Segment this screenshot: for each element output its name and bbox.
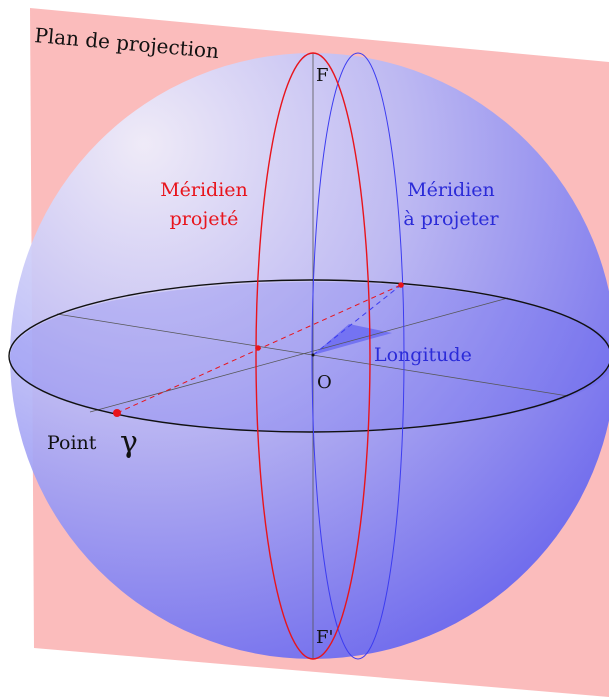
projected-meridian <box>255 52 371 660</box>
south-label: F' <box>316 627 333 648</box>
projected-meridian-label-2: projeté <box>170 208 239 230</box>
sphere <box>10 53 609 659</box>
equatorial-axis-2 <box>89 297 509 413</box>
meridian-to-project-label-2: à projeter <box>403 208 499 230</box>
red-meridian-marker <box>255 345 261 351</box>
center-label: O <box>317 372 332 393</box>
center-marker <box>311 353 315 357</box>
point-label: Point <box>47 432 97 454</box>
point-gamma-symbol: γ <box>120 425 138 460</box>
longitude-wedge <box>313 324 392 355</box>
projected-meridian-label-1: Méridien <box>160 179 248 201</box>
projection-line-blue <box>312 284 402 356</box>
north-label: F <box>316 65 329 86</box>
equatorial-plane <box>10 282 609 432</box>
meridian-to-project-label-1: Méridien <box>407 179 495 201</box>
equator <box>8 279 609 433</box>
longitude-label: Longitude <box>374 344 472 366</box>
blue-meridian-marker <box>398 282 404 288</box>
point-gamma-marker <box>113 409 121 417</box>
